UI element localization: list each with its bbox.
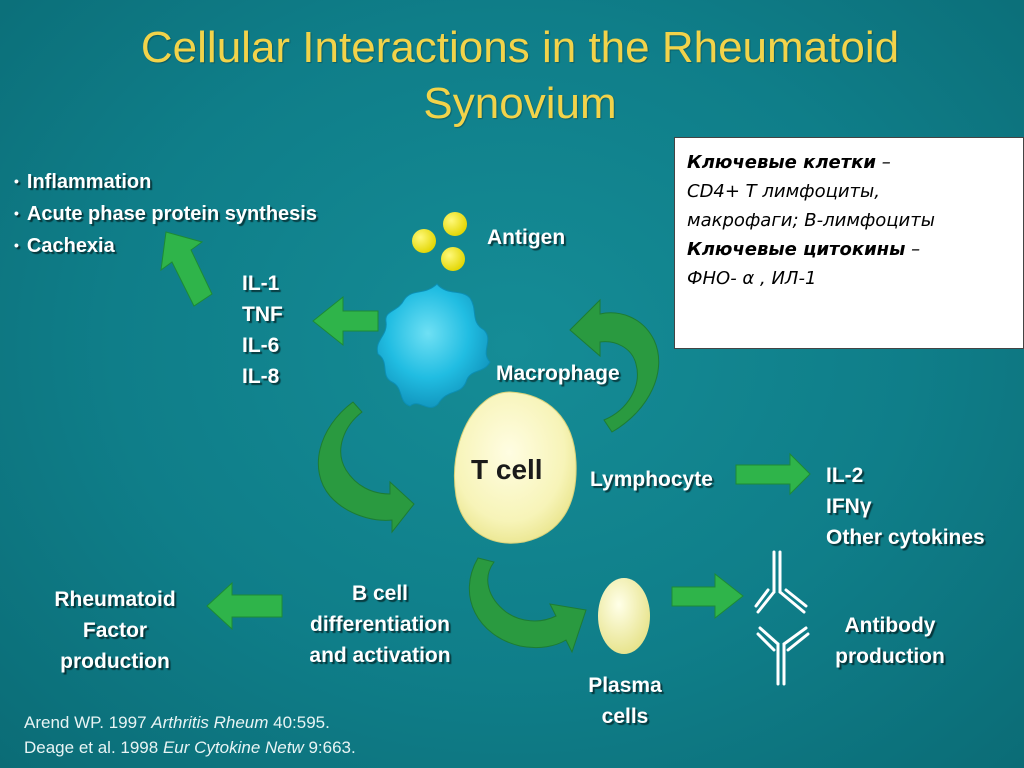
- citation-volume: 9:663.: [303, 738, 356, 757]
- legend-cells-line: макрофаги; В-лимфоциты: [687, 210, 935, 231]
- citation-author: Deage et al. 1998: [24, 738, 163, 757]
- title-line-2: Synovium: [423, 79, 617, 128]
- antibody-icon-top: [754, 550, 808, 614]
- legend-cytokines-heading-row: Ключевые цитокины –: [687, 235, 1011, 264]
- antigen-label: Antigen: [487, 226, 566, 249]
- antibody-production-label: Antibody production: [820, 610, 960, 672]
- legend-dash: –: [875, 152, 891, 173]
- plasma-line: Plasma: [588, 674, 662, 697]
- cytokine-item: TNF: [242, 303, 283, 326]
- plasma-line: cells: [601, 705, 649, 728]
- macrophage-cytokine-list: IL-1 TNF IL-6 IL-8: [242, 268, 283, 392]
- citation-journal: Eur Cytokine Netw: [162, 738, 304, 757]
- effect-item: Acute phase protein synthesis: [14, 198, 317, 230]
- arrow-to-lymphocyte-cytokines: [735, 452, 811, 496]
- legend-dash: –: [905, 239, 921, 260]
- rf-line: Factor: [82, 619, 148, 642]
- curved-arrow-macrophage-to-tcell: [317, 401, 415, 534]
- antibody-line: production: [835, 645, 945, 668]
- cytokine-item: IL-6: [242, 334, 280, 357]
- curved-arrow-tcell-to-macrophage: [569, 298, 660, 433]
- effects-list: Inflammation Acute phase protein synthes…: [14, 166, 317, 262]
- b-cell-label: B cell differentiation and activation: [292, 578, 468, 671]
- citation: Deage et al. 1998 Eur Cytokine Netw 9:66…: [24, 735, 356, 760]
- antibody-icon-bottom: [756, 626, 810, 686]
- legend-cells-heading: Ключевые клетки: [687, 152, 876, 173]
- key-cells-legend-box: Ключевые клетки – CD4+ Т лимфоциты, макр…: [674, 137, 1024, 349]
- antibody-line: Antibody: [844, 614, 936, 637]
- rf-line: Rheumatoid: [54, 588, 176, 611]
- cytokine-item: IFNγ: [826, 495, 872, 518]
- slide-title: Cellular Interactions in the Rheumatoid …: [90, 20, 950, 132]
- arrow-to-cytokines-left: [312, 295, 379, 347]
- lymphocyte-cytokine-list: IL-2 IFNγ Other cytokines: [826, 460, 985, 553]
- macrophage-label: Macrophage: [496, 362, 620, 385]
- t-cell-label: T cell: [471, 454, 543, 485]
- effect-item: Cachexia: [14, 230, 317, 262]
- citations: Arend WP. 1997 Arthritis Rheum 40:595. D…: [24, 710, 356, 760]
- t-cell: [453, 391, 577, 544]
- cytokine-item: IL-2: [826, 464, 864, 487]
- citation-author: Arend WP. 1997: [24, 713, 152, 732]
- bcell-line: and activation: [309, 644, 451, 667]
- legend-cells-line: CD4+ Т лимфоциты,: [687, 181, 880, 202]
- rheumatoid-factor-label: Rheumatoid Factor production: [30, 584, 200, 677]
- legend-cytokines-heading: Ключевые цитокины: [687, 239, 906, 260]
- antigen-dot: [441, 247, 465, 271]
- lymphocyte-label: Lymphocyte: [590, 468, 713, 491]
- antigen-dot: [412, 229, 436, 253]
- citation: Arend WP. 1997 Arthritis Rheum 40:595.: [24, 710, 356, 735]
- cytokine-item: IL-1: [242, 272, 280, 295]
- arrow-to-antibody: [671, 572, 744, 620]
- macrophage-cell: [376, 283, 491, 408]
- cytokine-item: IL-8: [242, 365, 280, 388]
- cytokine-item: Other cytokines: [826, 526, 985, 549]
- rf-line: production: [60, 650, 170, 673]
- plasma-cell: [598, 578, 650, 654]
- antigen-dot: [443, 212, 467, 236]
- title-line-1: Cellular Interactions in the Rheumatoid: [140, 23, 900, 72]
- citation-journal: Arthritis Rheum: [151, 713, 269, 732]
- plasma-cells-label: Plasma cells: [570, 670, 680, 732]
- effect-item: Inflammation: [14, 166, 317, 198]
- bcell-line: differentiation: [310, 613, 450, 636]
- legend-cytokines-line: ФНО- α , ИЛ-1: [687, 268, 817, 289]
- bcell-line: B cell: [351, 582, 409, 605]
- arrow-to-rheumatoid-factor: [206, 581, 283, 631]
- curved-arrow-tcell-to-plasma: [468, 557, 587, 654]
- citation-volume: 40:595.: [268, 713, 330, 732]
- legend-cells-heading-row: Ключевые клетки –: [687, 148, 1011, 177]
